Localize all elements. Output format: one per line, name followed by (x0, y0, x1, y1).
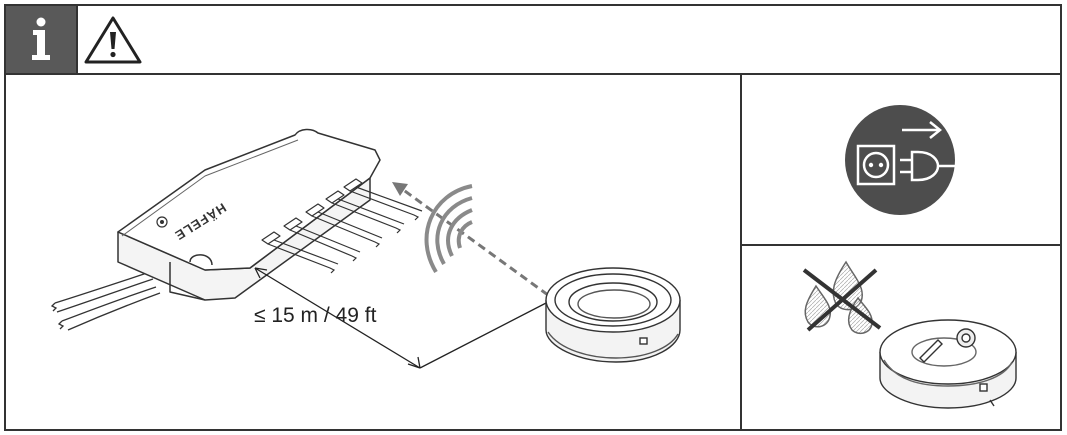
main-panel: HÄFELE ≤ 15 m / 49 ft (50, 128, 681, 369)
unplug-power-icon (845, 105, 956, 215)
led-cables (267, 186, 423, 274)
signal-arrow (397, 184, 549, 297)
frame (4, 4, 1062, 431)
no-water-icon (802, 260, 882, 335)
connector-row (261, 178, 363, 245)
distance-label: ≤ 15 m / 49 ft (254, 304, 377, 327)
led-driver-receiver (117, 128, 381, 301)
wireless-signal-icon (424, 184, 473, 274)
info-icon (6, 6, 76, 73)
wireless-switch-side (879, 319, 1017, 409)
warning-triangle-icon (84, 16, 142, 64)
power-cables (50, 271, 161, 331)
wireless-switch (545, 267, 681, 363)
distance-dimension (254, 267, 549, 369)
